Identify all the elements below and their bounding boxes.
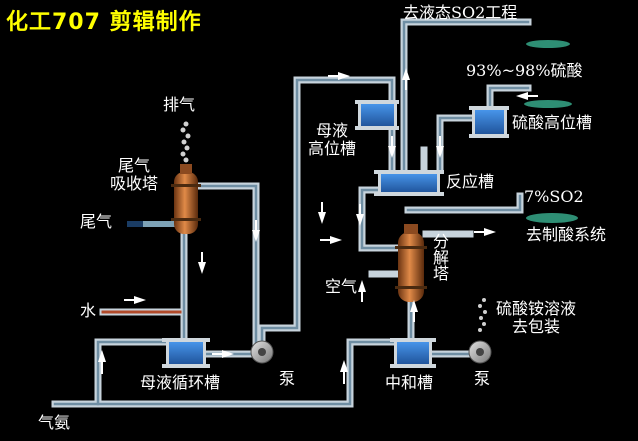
ammonia-label: 气氨 — [38, 413, 71, 432]
reaction-tank-label: 反应槽 — [446, 172, 495, 191]
exhaust-label: 排气 — [163, 95, 196, 114]
exhaust-puffs — [180, 121, 191, 163]
mother-liquor-high-tank-label: 母液 高位槽 — [308, 121, 357, 158]
pipes — [51, 18, 532, 408]
flow-arrows — [98, 68, 528, 372]
neutralization-tank-label: 中和槽 — [385, 373, 434, 392]
water-label: 水 — [80, 301, 97, 320]
air-label: 空气 — [325, 277, 358, 296]
tail-gas-label: 尾气 — [80, 212, 113, 231]
mother-liquor-tank-shape — [162, 338, 210, 368]
reaction-tank-shape — [374, 170, 444, 196]
sulfate-drops — [478, 298, 487, 332]
mother-liquor-tank-label: 母液循环槽 — [140, 373, 221, 392]
gas-streams — [524, 40, 578, 223]
acid-concentration-label: 93%~98%硫酸 — [466, 61, 583, 80]
left-pump-shape — [250, 340, 274, 364]
left-pump-label: 泵 — [279, 369, 296, 388]
decomposition-tower-label: 分解塔 — [430, 233, 449, 281]
neutralization-tank-shape — [390, 338, 436, 368]
decomposition-tower — [395, 224, 427, 302]
right-pump-label: 泵 — [474, 369, 491, 388]
to-acid-system-label: 去制酸系统 — [526, 225, 607, 244]
acid-high-tank-shape — [469, 106, 509, 138]
tail-gas-absorber-tower — [171, 164, 201, 234]
so2-concentration-label: 7%SO2 — [524, 187, 584, 206]
acid-high-tank-label: 硫酸高位槽 — [512, 113, 593, 132]
right-pump-shape — [468, 340, 492, 364]
mother-liquor-high-tank-shape — [355, 100, 399, 130]
to-so2-process-label: 去液态SO2工程 — [403, 3, 518, 22]
tail-gas-absorber-label: 尾气 吸收塔 — [110, 156, 159, 193]
ammonium-sulfate-label: 硫酸铵溶液 去包装 — [496, 299, 577, 336]
page-title: 化工707 剪辑制作 — [6, 10, 202, 35]
